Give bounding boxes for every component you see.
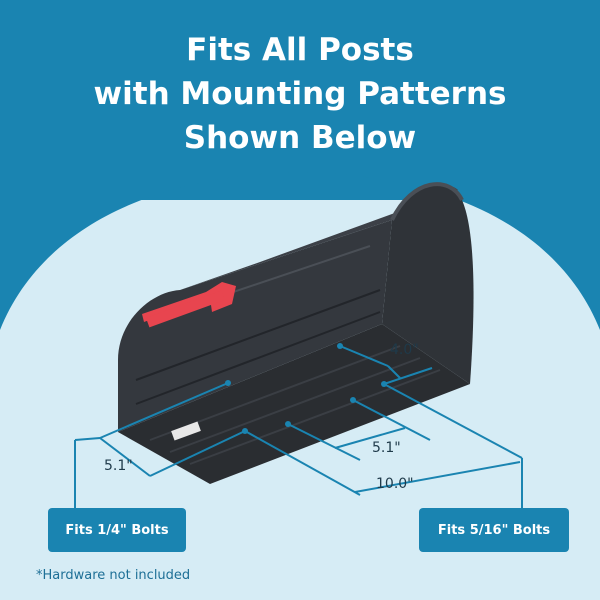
headline-line-1: Fits All Posts (186, 32, 414, 68)
dimension-width-left-label: 5.1" (104, 458, 133, 474)
flag-arm (145, 290, 225, 328)
dimension-length-label: 10.0" (376, 476, 414, 492)
hardware-footnote: *Hardware not included (36, 568, 191, 583)
mailbox-door (382, 184, 474, 384)
quarter-inch-bolts-badge: Fits 1/4" Bolts (48, 508, 186, 552)
five-sixteenths-bolts-badge: Fits 5/16" Bolts (419, 508, 569, 552)
dimension-height-label: 4.0" (390, 342, 419, 358)
dimension-lines (74, 345, 523, 512)
headline-line-3: Shown Below (183, 120, 417, 156)
arc-curve (0, 0, 600, 330)
door-rim (390, 182, 464, 221)
headline-line-2: with Mounting Patterns (93, 76, 507, 112)
mailbox (118, 182, 474, 484)
headline: Fits All Posts with Mounting Patterns Sh… (0, 28, 600, 160)
dimension-width-center-label: 5.1" (372, 440, 401, 456)
mailbox-side (118, 220, 392, 432)
